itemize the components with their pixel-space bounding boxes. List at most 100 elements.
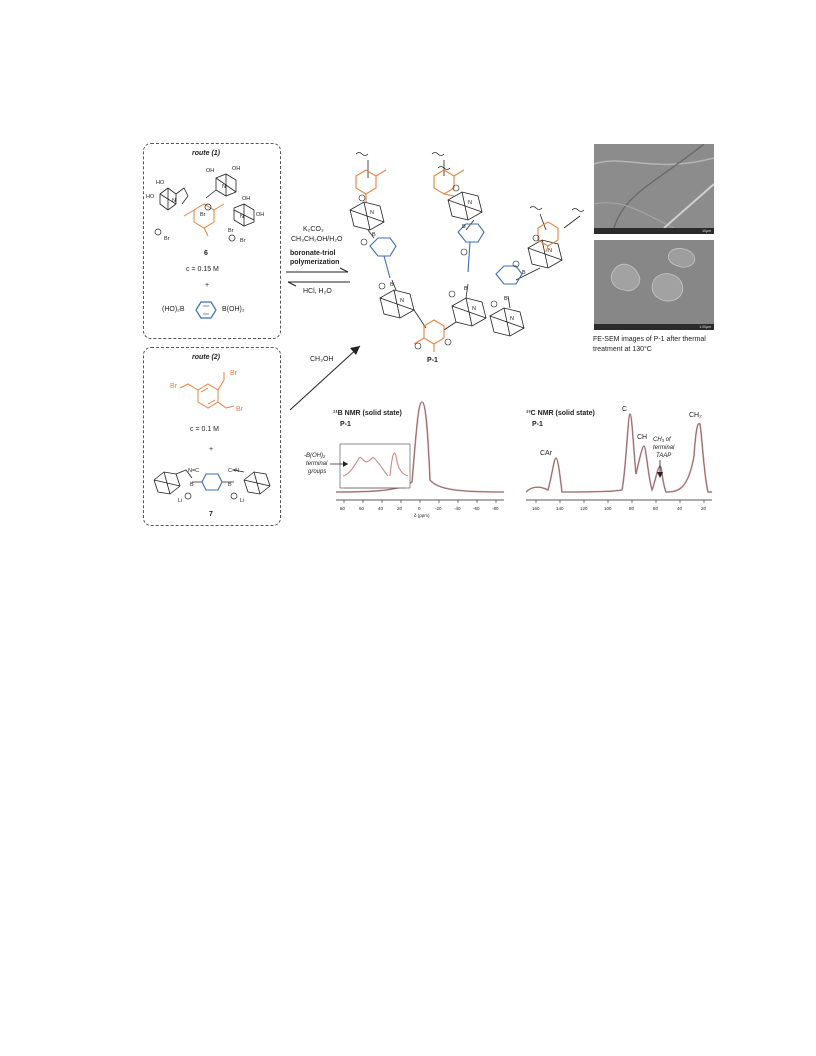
route2-title: route (2) [192,354,220,361]
route2-br-top: Br [230,370,237,377]
nmr-b-spectrum [330,401,505,503]
svg-text:B: B [504,296,508,302]
svg-text:N: N [370,210,374,216]
nmr-b-annot3: groups [308,469,327,475]
polymer-label: P-1 [427,357,438,364]
svg-text:B: B [462,224,466,230]
svg-text:Br: Br [240,238,246,244]
nmr-b-annot2: terminal [306,461,328,467]
route2-arrow [289,345,361,411]
svg-text:Br: Br [200,212,206,218]
route1-concentration: c = 0.15 M [186,266,219,273]
svg-text:OH: OH [256,212,264,218]
svg-text:C=N: C=N [228,468,239,474]
nmr-c-subtitle: P-1 [532,421,543,428]
route2-plus: + [209,446,214,453]
nmr-c-title: ¹³C NMR (solid state) [526,410,595,417]
nmr-b-xlabel: δ (ppm) [414,513,430,518]
condition-polymerization-1: boronate-triol [290,250,336,257]
boronic-acid-right: B(OH)₂ [222,306,245,313]
boronic-acid-benzene [195,301,217,319]
route1-structure-6: HO HO OH OH OH OH Br Br Br Br N N N [146,166,264,244]
svg-text:N: N [468,200,472,206]
polymer-p1-structure: N N N N N N B B B B B B [349,152,585,352]
compound-7-label: 7 [209,511,213,518]
svg-text:OH: OH [232,166,240,172]
sem-image-top: 10μm [594,144,714,234]
compound-6-label: 6 [204,250,208,257]
nmr-c-tick-5: 60 [653,506,659,511]
nmr-b-title: ¹¹B NMR (solid state) [333,410,402,417]
nmr-c-peak-taap2: terminal [653,445,675,451]
svg-text:N: N [472,306,476,312]
nmr-b-tick-5: -20 [435,506,442,511]
svg-text:B: B [190,482,194,488]
svg-text:OH: OH [206,168,214,174]
bis-boronate-structure-7: N=C B C=N B Li Li [153,468,271,504]
condition-solvent: CH₃CH₂OH/H₂O [291,236,343,243]
sem-caption-line1: FE-SEM images of P-1 after thermal [593,336,706,343]
nmr-c-peak-car: CAr [540,450,553,457]
nmr-c-spectrum [525,413,712,503]
nmr-b-tick-3: 20 [397,506,403,511]
nmr-c-tick-7: 20 [701,506,707,511]
svg-text:B: B [464,286,468,292]
svg-text:HO: HO [156,180,165,186]
condition-polymerization-2: polymerization [290,259,340,266]
sem-scale-top: 10μm [702,229,711,233]
nmr-b-tick-7: -60 [473,506,480,511]
svg-text:N: N [400,298,404,304]
nmr-b-tick-6: -40 [454,506,461,511]
svg-text:Li: Li [240,498,244,504]
svg-text:B: B [228,482,232,488]
sem-image-bottom: 1.00μm [594,240,714,330]
nmr-b-tick-2: 40 [378,506,384,511]
nmr-c-peak-c: C [622,406,628,413]
svg-text:OH: OH [242,196,250,202]
nmr-b-tick-4: 0 [418,506,421,511]
route2-concentration: c = 0.1 M [190,426,219,433]
condition-reverse: HCl, H₂O [303,288,332,295]
nmr-c-tick-6: 40 [677,506,683,511]
tribromide-structure [179,372,235,409]
nmr-c-tick-2: 120 [580,506,588,511]
svg-text:Br: Br [228,228,234,234]
svg-text:N: N [222,184,226,190]
nmr-b-tick-8: -80 [492,506,499,511]
condition-methanol: CH₃OH [310,356,334,363]
nmr-b-tick-1: 60 [359,506,365,511]
route1-title: route (1) [192,150,220,157]
nmr-b-tick-0: 80 [340,506,346,511]
svg-text:N: N [240,214,244,220]
svg-text:N: N [548,248,552,254]
nmr-c-tick-1: 140 [556,506,564,511]
sem-caption-line2: treatment at 130°C [593,346,652,353]
nmr-c-tick-3: 100 [604,506,612,511]
svg-text:B: B [390,282,394,288]
route1-box [143,143,281,339]
nmr-c-peak-taap1: CH₃ of [653,437,671,443]
nmr-c-peak-ch: CH [637,434,648,441]
svg-text:HO: HO [146,194,155,200]
boronic-acid-left: (HO)₂B [162,306,185,313]
route1-plus: + [205,282,210,289]
nmr-c-tick-0: 160 [532,506,540,511]
nmr-c-peak-ch2: CH₂ [689,412,702,419]
nmr-b-annot1: -B(OH)₂ [304,453,326,459]
svg-text:Br: Br [164,236,170,242]
svg-text:N=C: N=C [188,468,199,474]
svg-text:Li: Li [178,498,182,504]
svg-text:N: N [172,198,176,204]
condition-k2co3: K₂CO₃ [303,226,324,233]
nmr-c-peak-taap3: TAAP [656,453,672,459]
route2-br-left: Br [170,383,177,390]
route2-br-right: Br [236,406,243,413]
nmr-b-subtitle: P-1 [340,421,351,428]
svg-text:B: B [372,232,376,238]
route2-box [143,347,281,526]
svg-text:N: N [510,316,514,322]
svg-text:B: B [522,270,526,276]
sem-scale-bottom: 1.00μm [699,325,711,329]
equilibrium-arrows [286,267,350,287]
nmr-c-tick-4: 80 [629,506,635,511]
